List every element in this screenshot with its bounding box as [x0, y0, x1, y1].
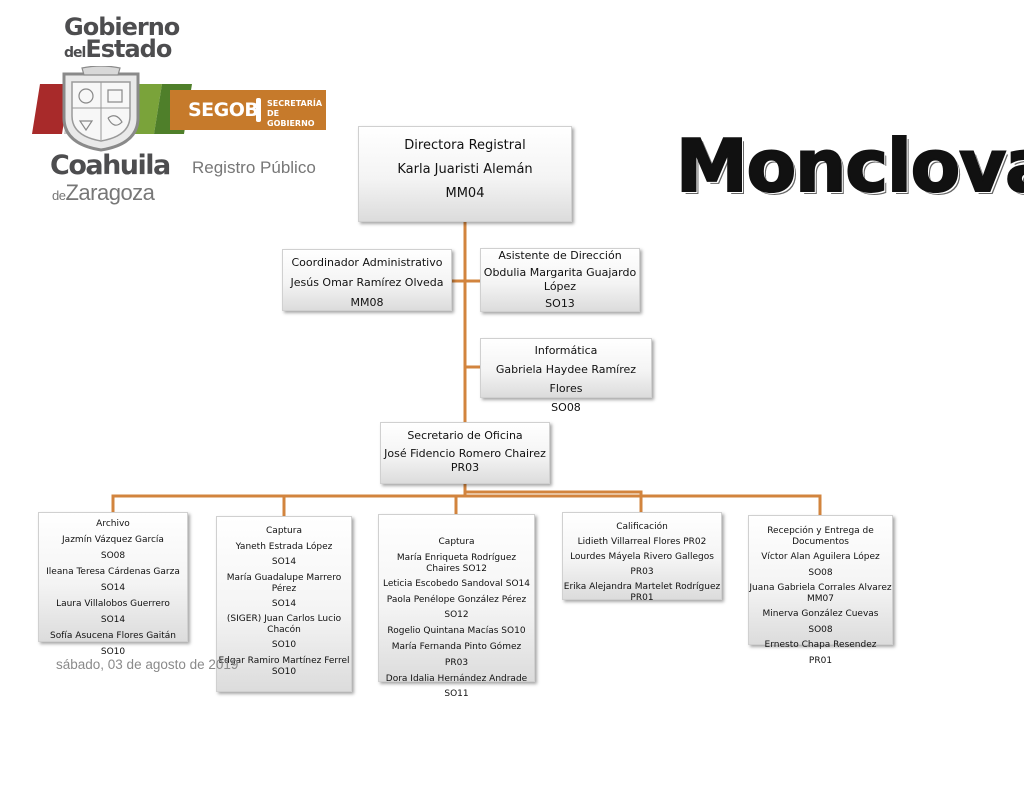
node-person: Obdulia Margarita Guajardo López: [483, 266, 637, 293]
segob-secretaria: SECRETARÍA: [267, 99, 323, 108]
node-line: SO14: [100, 583, 126, 593]
node-secretario-oficina: Secretario de Oficina José Fidencio Rome…: [380, 422, 550, 484]
node-line: (SIGER) Juan Carlos Lucio Chacón: [226, 614, 342, 635]
node-line: Ileana Teresa Cárdenas Garza: [46, 567, 180, 577]
gobierno-del-estado-logo-text: Gobierno delEstado: [64, 13, 180, 64]
node-line: Erika Alejandra Martelet Rodríguez PR01: [563, 582, 721, 603]
node-line: Dora Idalia Hernández Andrade SO11: [385, 673, 528, 700]
city-title: Monclova: [675, 124, 1024, 208]
registro-publico-label: Registro Público: [192, 158, 316, 177]
node-line: Sofía Asucena Flores Gaitán SO10: [50, 631, 176, 657]
node-line: Lourdes Máyela Rivero Gallegos PR03: [570, 552, 714, 577]
node-line: PR01: [808, 655, 833, 666]
node-line: Jazmín Vázquez García: [62, 535, 164, 545]
node-code: PR03: [450, 461, 480, 474]
node-person: Gabriela Haydee Ramírez Flores: [495, 363, 637, 395]
node-person: Jesús Omar Ramírez Olveda: [290, 276, 444, 289]
node-line: SO14: [271, 598, 297, 609]
logo-zaragoza-text: Zaragoza: [65, 180, 155, 205]
node-title: Directora Registral: [404, 138, 526, 153]
node-code: SO08: [551, 401, 581, 414]
date-footer: sábado, 03 de agosto de 2019: [56, 657, 239, 672]
node-line: Víctor Alan Aguilera López SO08: [761, 552, 880, 578]
logo-coahuila: Coahuila: [50, 150, 171, 181]
node-line: Paola Penélope González Pérez SO12: [386, 594, 527, 621]
segob-text: SEGOB: [188, 99, 259, 121]
node-line: Yaneth Estrada López: [235, 541, 333, 552]
node-line: María Guadalupe Marrero Pérez: [226, 572, 342, 594]
node-title: Captura: [438, 537, 475, 547]
node-directora-registral: Directora Registral Karla Juaristi Alemá…: [358, 126, 572, 222]
node-person: Karla Juaristi Alemán: [397, 162, 533, 177]
node-title: Informática: [534, 344, 598, 357]
node-line: Laura Villalobos Guerrero: [56, 599, 170, 609]
node-title: Secretario de Oficina: [407, 429, 523, 442]
node-line: Minerva González Cuevas SO08: [762, 609, 879, 635]
node-code: MM08: [350, 296, 384, 309]
node-line: Rogelio Quintana Macías SO10: [387, 626, 526, 637]
node-title: Calificación: [616, 522, 668, 532]
node-person: José Fidencio Romero Chairez: [384, 447, 546, 460]
node-title: Recepción y Entrega de Documentos: [767, 526, 874, 547]
node-line: Edgar Ramiro Martínez Ferrel SO10: [218, 655, 350, 677]
node-title: Coordinador Administrativo: [291, 256, 443, 269]
node-coordinador-administrativo: Coordinador Administrativo Jesús Omar Ra…: [282, 249, 452, 311]
logo-zaragoza: deZaragoza: [52, 180, 155, 206]
node-code: MM04: [445, 186, 485, 201]
segob-divider: [256, 98, 261, 122]
node-line: María Enriqueta Rodríguez Chaires SO12: [396, 552, 517, 574]
logo-gobierno: Gobierno: [64, 13, 180, 41]
coat-of-arms-icon: [62, 66, 140, 152]
node-captura-1: Captura Yaneth Estrada López SO14 María …: [216, 516, 352, 692]
node-code: SO13: [545, 297, 575, 310]
segob-de-gobierno: DE GOBIERNO: [267, 109, 315, 128]
node-recepcion-entrega: Recepción y Entrega de Documentos Víctor…: [748, 515, 893, 666]
node-calificacion: Calificación Lidieth Villarreal Flores P…: [562, 512, 722, 603]
node-informatica: Informática Gabriela Haydee Ramírez Flor…: [480, 338, 652, 414]
node-line: Juana Gabriela Corrales Alvarez MM07: [749, 583, 892, 604]
segob-logo: SEGOB SECRETARÍA DE GOBIERNO: [170, 90, 326, 130]
node-title: Asistente de Dirección: [498, 249, 622, 262]
node-captura-2: Captura María Enriqueta Rodríguez Chaire…: [378, 514, 535, 699]
node-line: SO08: [100, 551, 126, 561]
node-line: Ernesto Chapa Resendez: [764, 640, 877, 650]
segob-subtitle: SECRETARÍA DE GOBIERNO: [267, 99, 326, 129]
node-title: Captura: [266, 526, 302, 536]
logo-estado: Estado: [85, 35, 172, 63]
node-archivo: Archivo Jazmín Vázquez García SO08 Ilean…: [38, 512, 188, 657]
node-asistente-direccion: Asistente de Dirección Obdulia Margarita…: [480, 248, 640, 312]
node-line: SO10: [271, 640, 297, 650]
node-line: SO14: [271, 557, 297, 567]
node-line: María Fernanda Pinto Gómez PR03: [391, 641, 522, 668]
logo-del: del: [64, 45, 86, 61]
logo-de: de: [52, 188, 66, 203]
node-line: SO14: [100, 615, 126, 625]
node-line: Lidieth Villarreal Flores PR02: [577, 537, 707, 547]
node-title: Archivo: [96, 519, 130, 529]
node-line: Leticia Escobedo Sandoval SO14: [382, 578, 530, 589]
